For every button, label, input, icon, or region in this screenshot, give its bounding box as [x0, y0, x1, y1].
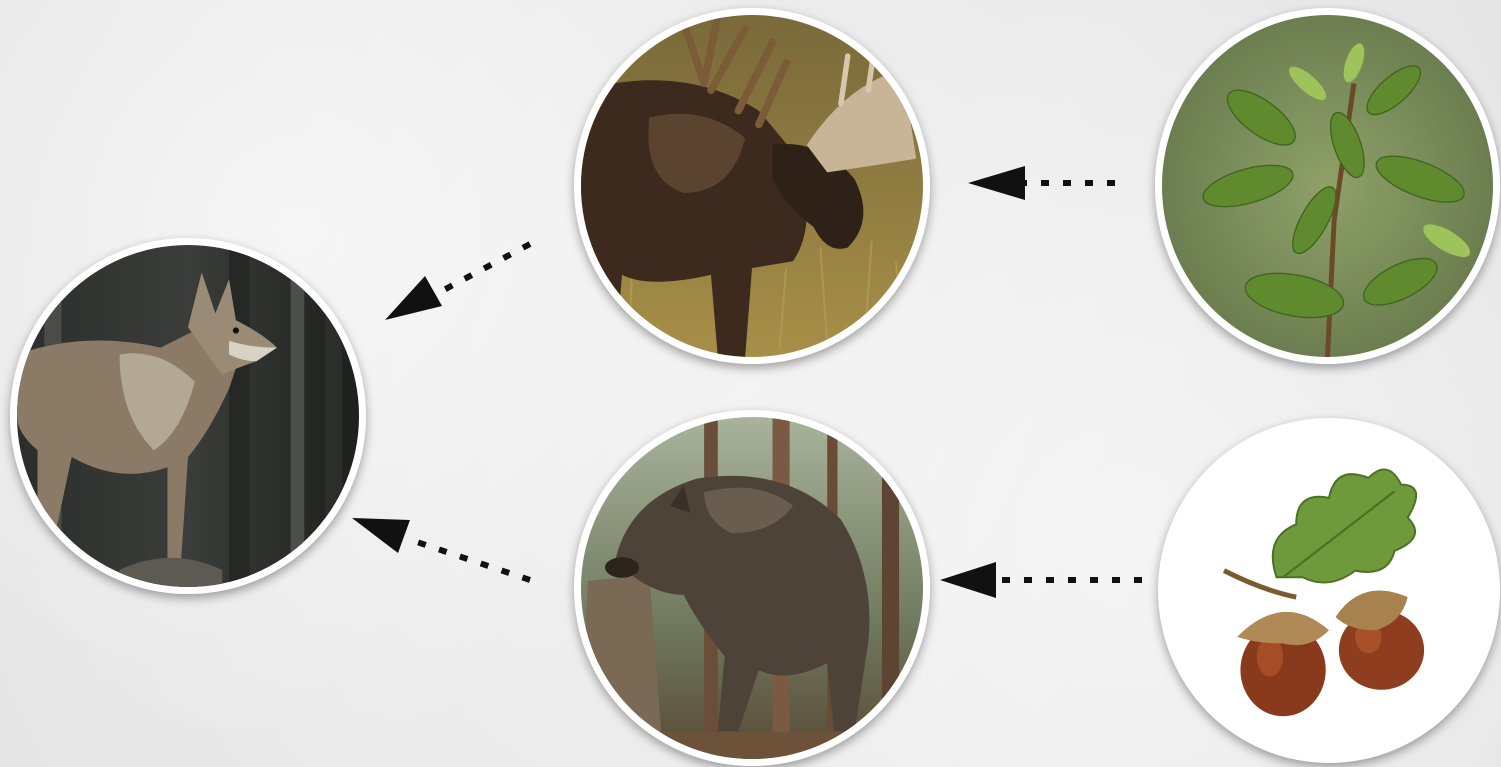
- arrow-boar-to-wolf: [352, 518, 530, 580]
- moose-image: [574, 8, 930, 364]
- wolf-photo-icon: [17, 245, 359, 587]
- willow-leaves-image: [1155, 8, 1500, 364]
- wild-boar-image: [574, 410, 930, 766]
- arrow-acorn-to-boar: [940, 562, 1142, 598]
- arrow-moose-to-wolf: [385, 244, 530, 320]
- wolf-image: [10, 238, 366, 594]
- arrow-willow-to-moose: [968, 166, 1115, 200]
- moose-photo-icon: [581, 15, 923, 357]
- acorns-image: [1158, 418, 1500, 763]
- wild-boar-photo-icon: [581, 417, 923, 759]
- acorns-photo-icon: [1165, 425, 1493, 756]
- willow-leaves-photo-icon: [1162, 15, 1493, 357]
